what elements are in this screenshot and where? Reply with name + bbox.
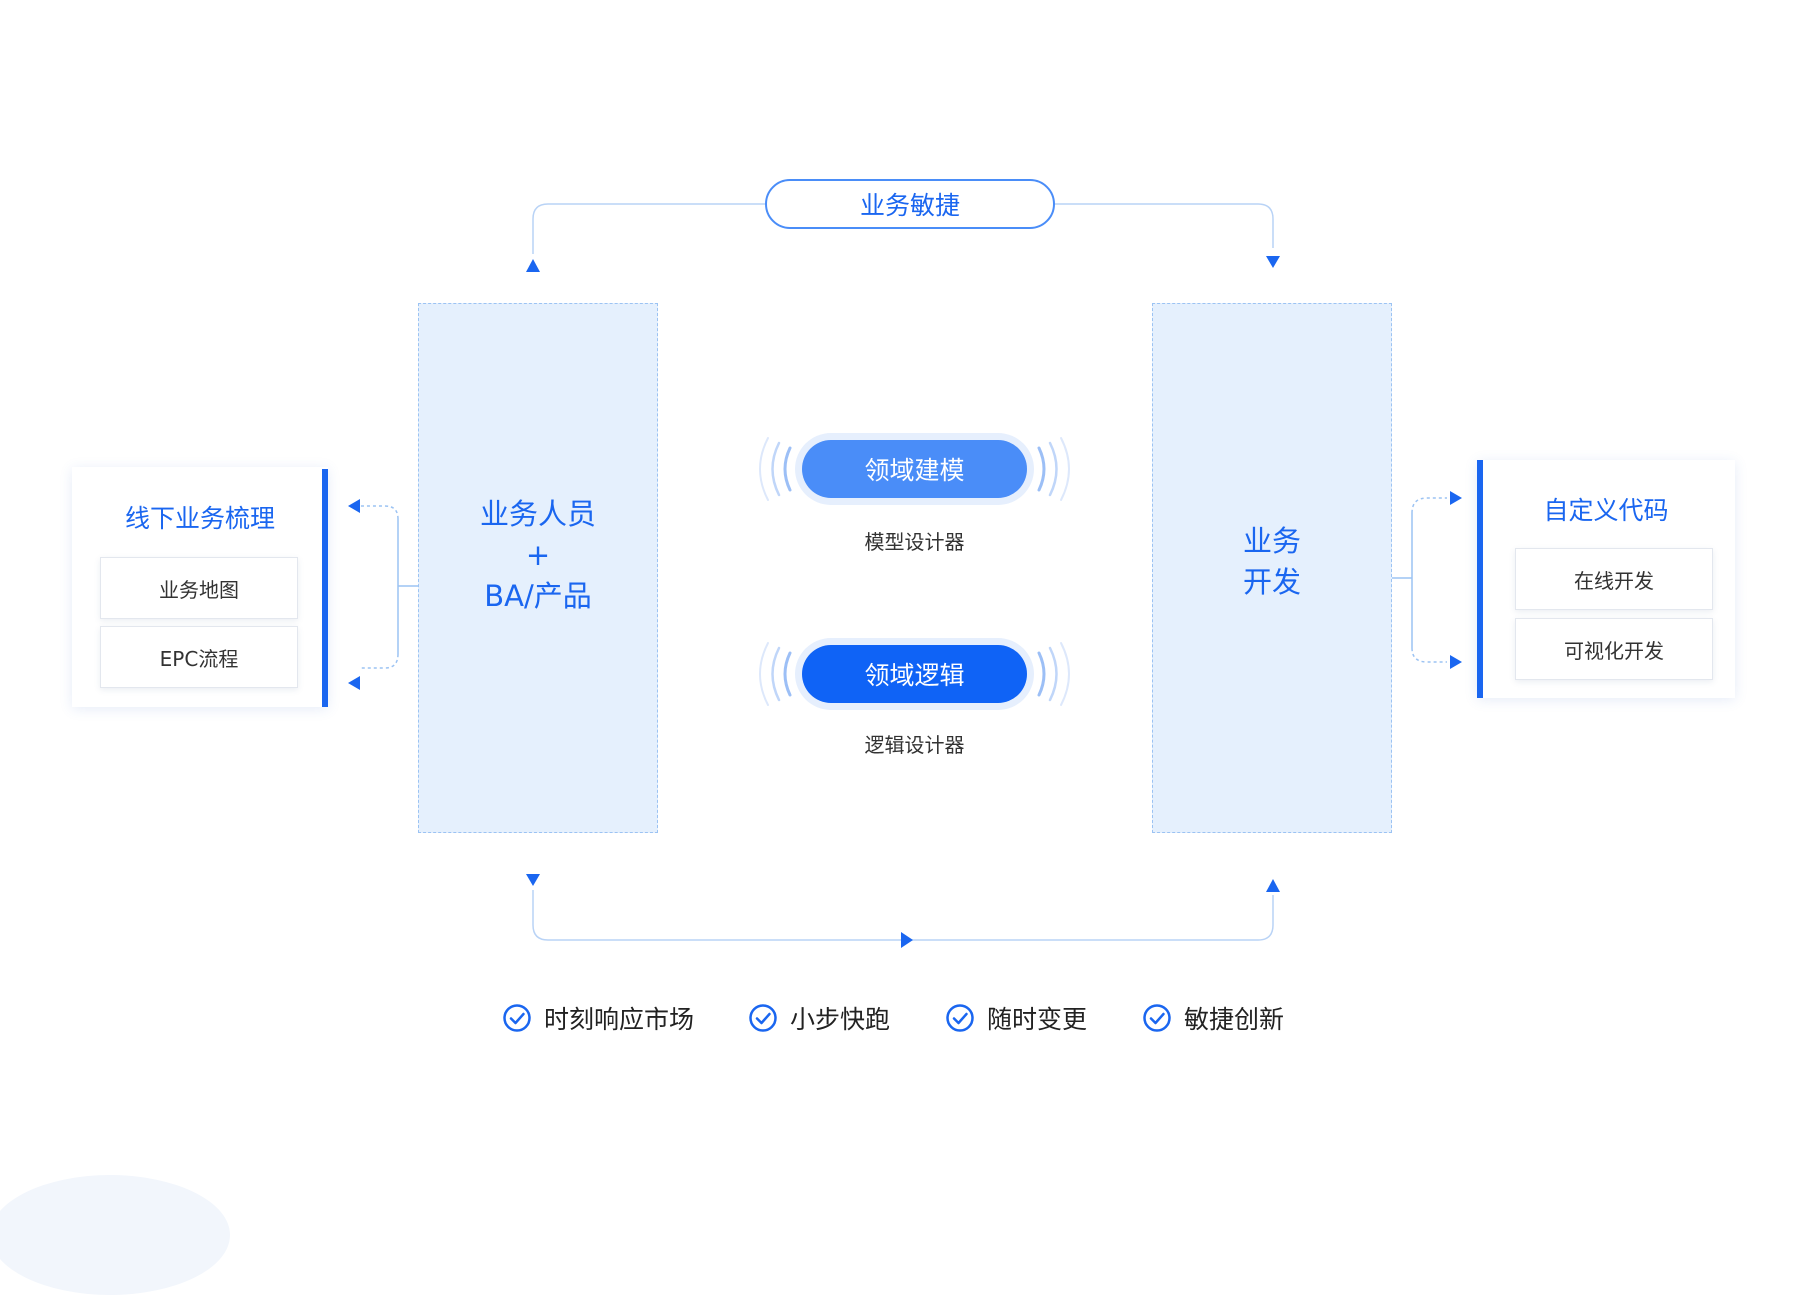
arrow-right-top [1450, 491, 1462, 505]
business-map-item[interactable]: 业务地图 [100, 557, 298, 619]
card-title: 自定义代码 [1543, 496, 1669, 525]
right-bracket-curve-bottom [1411, 647, 1447, 663]
check-circle-icon [748, 1003, 778, 1033]
arrow-left-top [348, 499, 360, 513]
business-agility-pill: 业务敏捷 [765, 179, 1055, 229]
arrow-down-left [526, 874, 540, 886]
arrow-left-bottom [348, 676, 360, 690]
arrow-up-left [526, 259, 540, 272]
right-bracket [1392, 513, 1413, 648]
arrow-down-right [1266, 256, 1280, 268]
check-circle-icon [502, 1003, 532, 1033]
check-circle-icon [945, 1003, 975, 1033]
bottom-connector [532, 890, 1274, 941]
custom-code-card: 自定义代码 在线开发 可视化开发 [1477, 460, 1735, 698]
domain-logic-chip[interactable]: 领域逻辑 [802, 645, 1027, 703]
online-dev-item[interactable]: 在线开发 [1515, 548, 1713, 610]
left-bracket [397, 519, 418, 654]
arrow-up-right [1266, 879, 1280, 892]
benefit-label: 敏捷创新 [1184, 1005, 1285, 1034]
domain-modeling-chip[interactable]: 领域建模 [802, 440, 1027, 498]
benefit-label: 随时变更 [987, 1005, 1088, 1034]
top-connector-left [532, 203, 765, 254]
benefit-item: 敏捷创新 [1142, 998, 1284, 1038]
card-accent-bar [1477, 460, 1483, 698]
left-bracket-curve-bottom [360, 653, 399, 669]
benefit-label: 小步快跑 [790, 1005, 891, 1034]
benefit-item: 小步快跑 [748, 998, 890, 1038]
panel-subtitle: 开发 [1242, 565, 1301, 599]
wave-decor-model [759, 437, 1070, 501]
offline-business-card: 线下业务梳理 业务地图 EPC流程 [72, 467, 328, 707]
arrow-right-bottom [901, 932, 913, 948]
benefit-item: 时刻响应市场 [502, 998, 694, 1038]
business-people-panel: 业务人员 + BA/产品 [418, 303, 658, 833]
panel-title: 业务 [1242, 524, 1301, 558]
panel-subtitle: BA/产品 [484, 579, 592, 613]
card-title: 线下业务梳理 [124, 504, 275, 533]
connector-lines [348, 203, 1462, 948]
model-designer-label: 模型设计器 [864, 530, 965, 554]
logic-designer-label: 逻辑设计器 [864, 733, 965, 757]
epc-process-item[interactable]: EPC流程 [100, 626, 298, 688]
arrow-right-bottom [1450, 655, 1462, 669]
card-accent-bar [322, 469, 328, 707]
right-bracket-curve-top [1411, 497, 1447, 514]
check-circle-icon [1142, 1003, 1172, 1033]
benefit-item: 随时变更 [945, 998, 1087, 1038]
benefit-label: 时刻响应市场 [544, 1005, 695, 1034]
panel-plus: + [525, 538, 551, 572]
business-dev-panel: 业务 开发 [1152, 303, 1392, 833]
wave-decor-logic [759, 642, 1070, 706]
panel-title: 业务人员 [479, 497, 596, 531]
visual-dev-item[interactable]: 可视化开发 [1515, 618, 1713, 680]
top-connector-right [1055, 203, 1274, 248]
left-bracket-curve-top [360, 505, 399, 520]
